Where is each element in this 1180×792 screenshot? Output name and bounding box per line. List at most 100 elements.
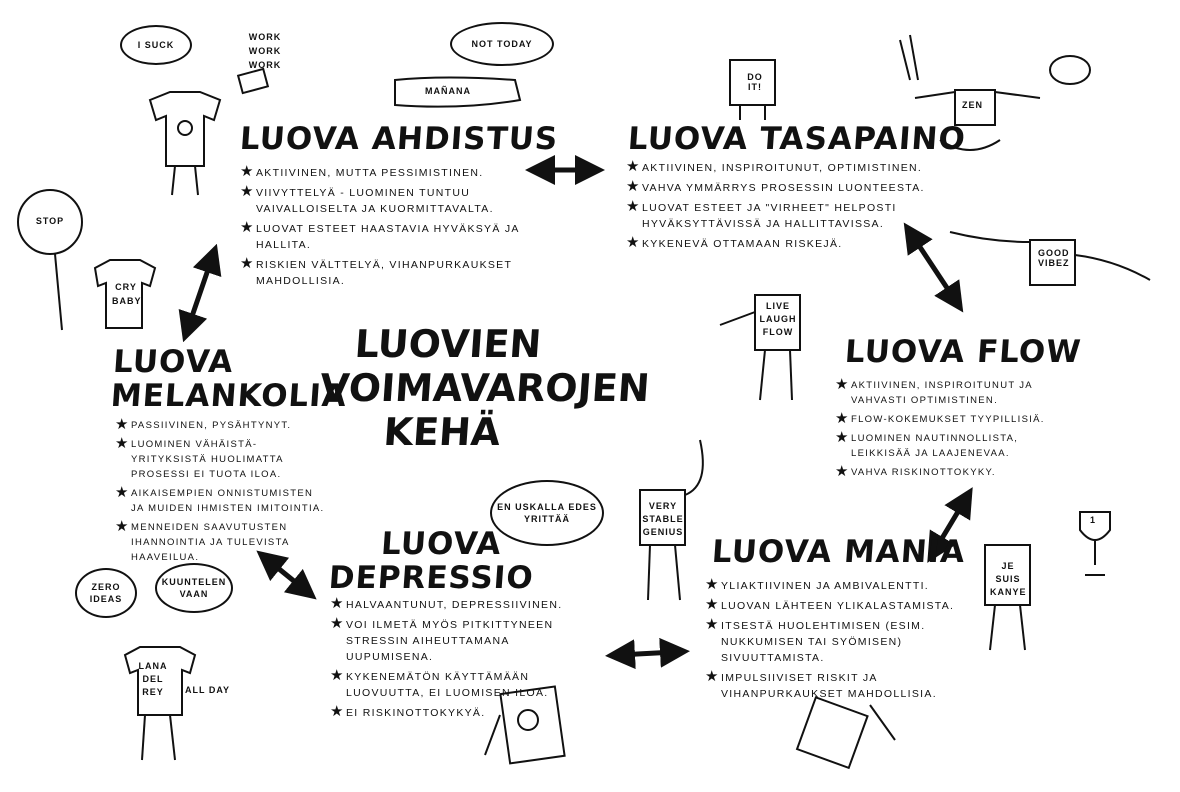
bullet-text: ITSESTÄ HUOLEHTIMISEN (ESIM. NUKKUMISEN … [721, 620, 926, 664]
bullet-item: ★VAHVA RISKINOTTOKYKY. [835, 463, 1045, 480]
bullet-text: LUOVAT ESTEET HAASTAVIA HYVÄKSYÄ JA HALL… [256, 223, 520, 251]
bullet-item: ★VOI ILMETÄ MYÖS PITKITTYNEEN STRESSIN A… [330, 616, 580, 665]
bullet-text: VOI ILMETÄ MYÖS PITKITTYNEEN STRESSIN AI… [346, 619, 554, 663]
trophy-icon [1079, 511, 1111, 576]
bullet-text: KYKENEVÄ OTTAMAAN RISKEJÄ. [642, 238, 843, 250]
title-line: LUOVA [111, 344, 235, 380]
bullet-text: HALVAANTUNUT, DEPRESSIIVINEN. [346, 599, 563, 611]
live-laugh-flow-text: LIVE LAUGH FLOW [759, 301, 797, 337]
arrow-melankolia-ahdistus [178, 243, 222, 343]
brush-icon [899, 39, 911, 81]
manana-text: MAÑANA [425, 86, 471, 96]
arrow-depressio-melankolia [256, 550, 317, 600]
bullet-item: ★VAHVA YMMÄRRYS PROSESSIN LUONTEESTA. [626, 178, 946, 196]
star-icon: ★ [705, 576, 720, 593]
bullet-item: ★PASSIIVINEN, PYSÄHTYNYT. [115, 416, 330, 433]
bullet-item: ★KYKENEMÄTÖN KÄYTTÄMÄÄN LUOVUUTTA, EI LU… [330, 667, 580, 701]
star-icon: ★ [835, 429, 850, 446]
work-text: WORK WORK WORK [248, 32, 282, 70]
bullets-melankolia: ★PASSIIVINEN, PYSÄHTYNYT. ★LUOMINEN VÄHÄ… [115, 416, 330, 569]
bullet-text: LUOVAT ESTEET JA "VIRHEET" HELPOSTI HYVÄ… [642, 202, 897, 230]
star-icon: ★ [115, 416, 130, 433]
palette-icon [1049, 55, 1091, 85]
title-luova-melankolia: LUOVA MELANKOLIA [109, 344, 351, 414]
title-luova-flow: LUOVA FLOW [843, 334, 1083, 370]
bullet-text: EI RISKINOTTOKYKYÄ. [346, 707, 486, 719]
star-icon: ★ [626, 178, 641, 195]
bullets-tasapaino: ★AKTIIVINEN, INSPIROITUNUT, OPTIMISTINEN… [626, 158, 946, 256]
thought-bubble-zero-ideas: ZERO IDEAS [75, 568, 137, 618]
star-icon: ★ [330, 667, 345, 684]
star-icon: ★ [240, 163, 255, 180]
arrow-mania-depressio [605, 637, 690, 670]
star-icon: ★ [240, 183, 255, 200]
star-icon: ★ [115, 484, 130, 501]
star-icon: ★ [835, 463, 850, 480]
bullet-text: IMPULSIIVISET RISKIT JA VIHANPURKAUKSET … [721, 672, 937, 700]
bullet-text: PASSIIVINEN, PYSÄHTYNYT. [131, 420, 292, 431]
center-title-line: KEHÄ [382, 410, 502, 454]
bullet-item: ★LUOMINEN VÄHÄISTÄ-YRITYKSISTÄ HUOLIMATT… [115, 435, 330, 482]
title-line: DEPRESSIO [327, 560, 535, 596]
star-icon: ★ [626, 158, 641, 175]
laptop-icon [236, 67, 270, 95]
bullet-text: AKTIIVINEN, MUTTA PESSIMISTINEN. [256, 167, 484, 179]
bullet-text: VAHVA RISKINOTTOKYKY. [851, 467, 996, 478]
shirt-je-suis-kanye [984, 544, 1031, 606]
bullet-item: ★ITSESTÄ HUOLEHTIMISEN (ESIM. NUKKUMISEN… [705, 616, 975, 666]
star-icon: ★ [240, 219, 255, 236]
shirt-lana [123, 646, 197, 716]
star-icon: ★ [626, 198, 641, 215]
bullet-item: ★KYKENEVÄ OTTAMAAN RISKEJÄ. [626, 234, 946, 252]
all-day-text: ALL DAY [185, 685, 231, 695]
bullet-item: ★AKTIIVINEN, INSPIROITUNUT JA VAHVASTI O… [835, 376, 1045, 408]
star-icon: ★ [835, 376, 850, 393]
arrow-tasapaino-flow [903, 222, 964, 313]
bullet-item: ★EI RISKINOTTOKYKYÄ. [330, 703, 580, 721]
star-icon: ★ [115, 435, 130, 452]
bullet-item: ★LUOVAT ESTEET HAASTAVIA HYVÄKSYÄ JA HAL… [240, 219, 540, 253]
shirt-very-stable-genius [639, 489, 686, 546]
bullet-text: LUOVAN LÄHTEEN YLIKALASTAMISTA. [721, 600, 955, 612]
do-it-text: DO IT! [747, 72, 763, 92]
center-title-line: VOIMAVAROJEN [318, 366, 652, 410]
bullets-depressio: ★HALVAANTUNUT, DEPRESSIIVINEN. ★VOI ILME… [330, 595, 580, 725]
bullet-item: ★AKTIIVINEN, INSPIROITUNUT, OPTIMISTINEN… [626, 158, 946, 176]
bullet-text: AKTIIVINEN, INSPIROITUNUT, OPTIMISTINEN. [642, 162, 923, 174]
bullet-text: RISKIEN VÄLTTELYÄ, VIHANPURKAUKSET MAHDO… [256, 259, 513, 287]
bullet-item: ★FLOW-KOKEMUKSET TYYPILLISIÄ. [835, 411, 1045, 427]
bullet-text: YLIAKTIIVINEN JA AMBIVALENTTI. [721, 580, 930, 592]
je-suis-kanye-text: JE SUIS KANYE [990, 561, 1027, 597]
bullet-item: ★AIKAISEMPIEN ONNISTUMISTEN JA MUIDEN IH… [115, 484, 330, 516]
good-vibez-text: GOOD VIBEZ [1038, 248, 1070, 268]
bullets-flow: ★AKTIIVINEN, INSPIROITUNUT JA VAHVASTI O… [835, 376, 1045, 484]
shirt-zen [954, 89, 996, 126]
bullet-item: ★MENNEIDEN SAAVUTUSTEN IHANNOINTIA JA TU… [115, 519, 330, 565]
star-icon: ★ [705, 616, 720, 633]
thought-bubble-not-today: NOT TODAY [450, 22, 554, 66]
arrow-flow-mania [927, 487, 973, 563]
pencil-icon [484, 714, 501, 756]
title-line: MELANKOLIA [109, 378, 349, 414]
title-luova-mania: LUOVA MANIA [710, 534, 967, 570]
stop-sign-icon [17, 189, 83, 255]
bullet-text: AKTIIVINEN, INSPIROITUNUT JA VAHVASTI OP… [851, 380, 1033, 406]
star-icon: ★ [330, 703, 345, 720]
cry-baby-text: CRY BABY [112, 282, 142, 306]
bullet-text: VIIVYTTELYÄ - LUOMINEN TUNTUU VAIVALLOIS… [256, 187, 494, 215]
star-icon: ★ [705, 668, 720, 685]
zen-text: ZEN [962, 100, 983, 110]
star-icon: ★ [626, 234, 641, 251]
bullet-item: ★LUOMINEN NAUTINNOLLISTA, LEIKKISÄÄ JA L… [835, 429, 1045, 461]
star-icon: ★ [330, 595, 345, 612]
bullet-text: LUOMINEN NAUTINNOLLISTA, LEIKKISÄÄ JA LA… [851, 433, 1019, 459]
shirt-live-laugh-flow [754, 294, 801, 351]
star-icon: ★ [705, 596, 720, 613]
lana-del-rey-text: LANA DEL REY [138, 661, 168, 697]
thought-bubble-kuuntelen: KUUNTELEN VAAN [155, 563, 233, 613]
trophy-number: 1 [1090, 515, 1097, 525]
shirt-cry-baby [93, 259, 157, 329]
bullet-text: LUOMINEN VÄHÄISTÄ-YRITYKSISTÄ HUOLIMATTA… [131, 439, 284, 480]
bullet-text: FLOW-KOKEMUKSET TYYPILLISIÄ. [851, 414, 1045, 425]
